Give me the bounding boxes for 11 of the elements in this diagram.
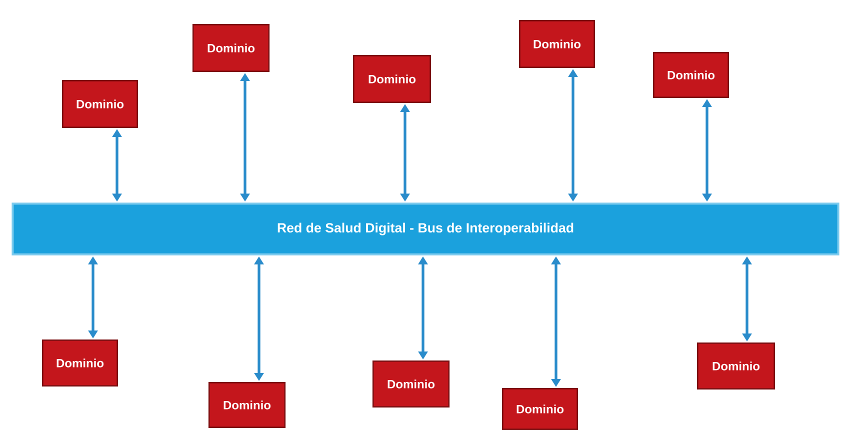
domain-box: Dominio	[653, 52, 729, 98]
domain-box: Dominio	[62, 80, 138, 128]
domain-box: Dominio	[353, 55, 431, 103]
domain-box: Dominio	[372, 360, 450, 408]
domain-box: Dominio	[192, 24, 270, 72]
bus-bar: Red de Salud Digital - Bus de Interoperabilidad	[12, 202, 840, 256]
domain-box: Dominio	[208, 382, 286, 428]
domain-box: Dominio	[502, 388, 578, 430]
domain-box: Dominio	[42, 340, 118, 386]
domain-box: Dominio	[519, 20, 595, 68]
domain-box: Dominio	[697, 342, 775, 390]
